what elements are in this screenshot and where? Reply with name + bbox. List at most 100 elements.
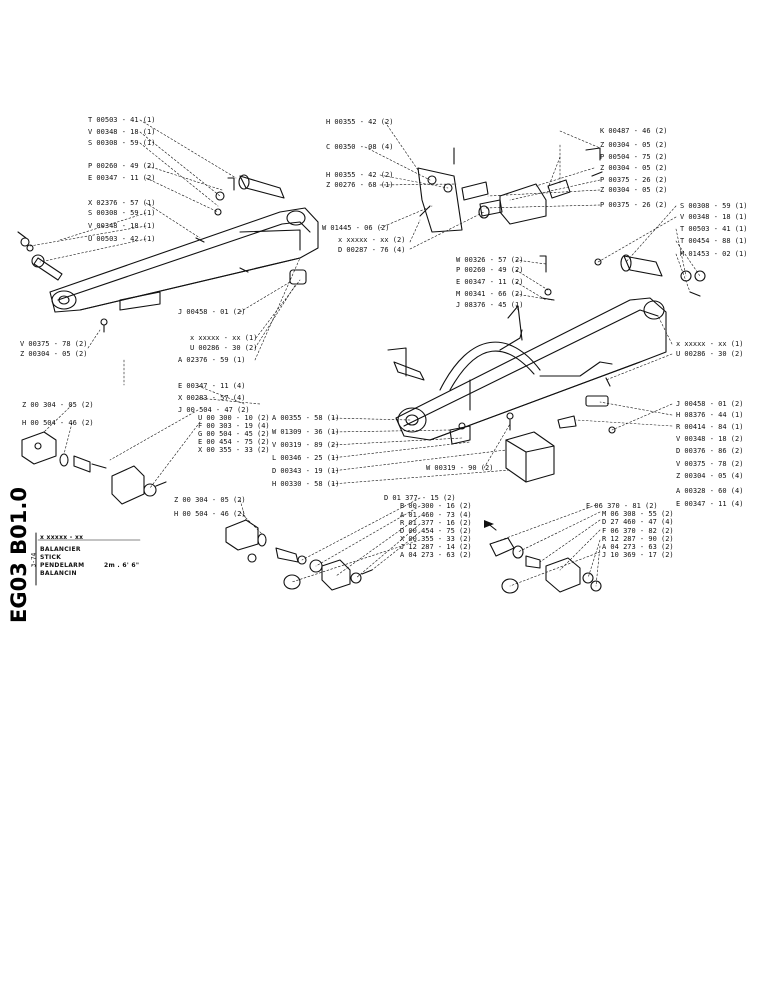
part-label: Z 00304 - 05 (2) [600,186,668,194]
part-label: W 00326 - 57 (2) [456,256,524,264]
part-label: T 00503 - 41 (1) [680,225,748,233]
part-label: Z 00 304 - 05 (2) [22,401,94,409]
part-label: E 00347 - 11 (4) [178,382,246,390]
part-label: Z 00304 - 05 (2) [20,350,88,358]
document-code-text: EG03 B01.0 [7,487,31,623]
part-label: J 10 369 - 17 (2) [602,551,674,559]
part-label: D 00343 - 19 (1) [272,467,340,475]
part-label: P 00504 - 75 (2) [600,153,668,161]
part-label: D 01 377 - 15 (2) [384,494,456,502]
part-label: C 00350 - 08 (4) [326,143,394,151]
part-label: x xxxxx - xx (1) [190,334,258,342]
part-label: Z 00304 - 05 (2) [600,164,668,172]
part-label: D 00287 - 76 (4) [338,246,406,254]
size-label: 2m . 6' 6" [104,562,140,569]
part-label: J 00458 - 01 (2) [676,400,744,408]
part-label: D 00 454 - 75 (2) [400,527,472,535]
part-label: F 00 303 - 19 (4) [198,422,270,430]
part-label: V 00348 - 18 (1) [88,128,156,136]
part-label: Z 00276 - 68 (1) [326,181,394,189]
part-label: P 00260 - 49 (2) [456,266,524,274]
part-label: V 00375 - 78 (2) [676,460,744,468]
part-label: X 00 355 - 33 (2) [198,446,270,454]
part-label: P 00375 - 26 (2) [600,176,668,184]
part-label: U 00286 - 30 (2) [676,350,744,358]
part-label: D 27 460 - 47 (4) [602,518,674,526]
part-label: U 00286 - 30 (2) [190,344,258,352]
part-label: J 00 504 - 47 (2) [178,406,250,414]
part-label: R 12 287 - 90 (2) [602,535,674,543]
part-label: H 00330 - 58 (1) [272,480,340,488]
leader-lines [29,119,701,587]
part-label: S 00308 - 59 (1) [680,202,748,210]
part-label: H 00355 - 42 (2) [326,118,394,126]
part-label: B 00 300 - 16 (2) [400,502,472,510]
part-label: Z 00304 - 05 (2) [600,141,668,149]
part-label: D 00376 - 86 (2) [676,447,744,455]
title-es: BALANCIN [40,570,77,577]
part-label: x xxxxx - xx (1) [676,340,744,348]
part-label: V 00319 - 89 (2) [272,441,340,449]
part-label: P 00260 - 49 (2) [88,162,156,170]
part-label: X 02376 - 57 (1) [88,199,156,207]
part-label: A 00328 - 60 (4) [676,487,744,495]
part-label: J 12 287 - 14 (2) [400,543,472,551]
part-label: V 00375 - 78 (2) [20,340,88,348]
part-label: J 08376 - 45 (1) [456,301,524,309]
part-label: R 01 377 - 16 (2) [400,519,472,527]
direction-arrow [484,520,494,528]
part-label: W 01309 - 36 (1) [272,428,340,436]
left-stick-arm [49,207,319,313]
part-label: H 00 504 - 46 (2) [174,510,246,518]
document-date: 3-74 [29,545,39,575]
right-stick-arm [395,297,667,441]
part-label: W 01445 - 06 (2) [322,224,390,232]
part-label: E 00347 - 11 (4) [676,500,744,508]
part-label: V 00348 - 18 (1) [680,213,748,221]
document-date-text: 3-74 [30,552,38,568]
valve-block [417,147,603,233]
part-label: X 00283 - 57 (4) [178,394,246,402]
part-label: A 02376 - 59 (1) [178,356,246,364]
part-label: M 01453 - 02 (1) [680,250,748,258]
part-label: E 06 370 - 81 (2) [586,502,658,510]
title-de: PENDELARM [40,562,85,569]
lower-bushing-assembly [225,519,373,591]
part-label: x xxxxx - xx (2) [338,236,406,244]
part-label: E 00347 - 11 (2) [456,278,524,286]
title-en: STICK [40,554,62,561]
part-label: A 04 273 - 63 (2) [400,551,472,559]
part-label: F 06 370 - 82 (2) [602,527,674,535]
part-label: X 00 355 - 33 (2) [400,535,472,543]
document-code: EG03 B01.0 [7,487,31,623]
right-pins [387,254,706,434]
title-fr: BALANCIER [40,546,81,553]
hydraulic-motor [449,422,555,483]
part-label: R 00414 - 84 (1) [676,423,744,431]
part-label: J 00458 - 01 (2) [178,308,246,316]
part-label: E 00 454 - 75 (2) [198,438,270,446]
part-label: M 00341 - 66 (2) [456,290,524,298]
part-label: M 06 308 - 55 (2) [602,510,674,518]
part-label: U 00 300 - 10 (2) [198,414,270,422]
part-label: H 00 504 - 46 (2) [22,419,94,427]
part-label: H 08376 - 44 (1) [676,411,744,419]
part-label: T 00454 - 88 (1) [680,237,748,245]
part-label: V 00348 - 18 (2) [676,435,744,443]
right-bushing-assembly [485,521,602,594]
part-label: P 00375 - 26 (2) [600,201,668,209]
part-label: Z 00304 - 05 (4) [676,472,744,480]
part-label: A 04 273 - 63 (2) [602,543,674,551]
part-label: U 00503 - 42 (1) [88,235,156,243]
left-bushing-assembly [21,431,167,505]
part-label: Z 00 304 - 05 (2) [174,496,246,504]
part-label: W 00319 - 90 (2) [426,464,494,472]
part-label: E 00347 - 11 (2) [88,174,156,182]
part-label: K 00487 - 46 (2) [600,127,668,135]
part-label: L 00346 - 25 (1) [272,454,340,462]
left-pins [17,174,307,333]
part-label: S 00308 - 59 (1) [88,209,156,217]
part-label: S 00308 - 59 (1) [88,139,156,147]
part-label: T 00503 - 41 (1) [88,116,156,124]
part-label: A 00355 - 58 (1) [272,414,340,422]
